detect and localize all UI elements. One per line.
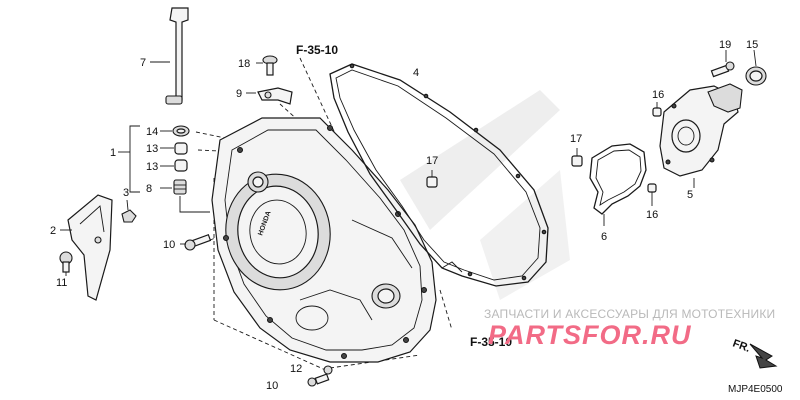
callout-19: 19	[719, 39, 731, 51]
callout-3: 3	[123, 187, 129, 199]
callout-5: 5	[687, 189, 693, 201]
callout-11: 11	[56, 277, 67, 289]
reference-top: F-35-10	[296, 43, 338, 57]
callout-10: 10	[266, 380, 278, 392]
crankcase-cover: HONDA	[211, 117, 437, 387]
callout-12: 12	[290, 363, 302, 375]
part-1-seal-set	[118, 125, 190, 193]
part-17-dowels	[426, 148, 583, 188]
part-6-o-ring	[589, 143, 647, 226]
callout-13: 13	[146, 161, 158, 173]
front-arrow	[749, 343, 778, 369]
callout-4: 4	[413, 67, 419, 79]
front-marker: FR.	[731, 338, 752, 355]
watermark-logo: PARTSFOR.RU	[488, 320, 692, 350]
hatch-shading	[400, 90, 570, 300]
callout-17: 17	[570, 133, 582, 145]
part-15-seal-ring	[745, 49, 767, 86]
callout-15: 15	[746, 39, 758, 51]
part-18-bolt	[256, 55, 278, 76]
callout-16: 16	[646, 209, 658, 221]
callout-17: 17	[426, 155, 438, 167]
callout-13: 13	[146, 143, 158, 155]
part-7-shaft	[150, 7, 189, 105]
part-5-pump-housing	[659, 83, 743, 188]
part-4-gasket	[329, 63, 549, 287]
part-3-nut	[121, 199, 137, 223]
part-10-bolt-left	[180, 233, 212, 251]
part-9-clamp	[246, 87, 293, 105]
callout-labels: 7 14 13 13 8 1 3 2 11 10 18 9 4 17 17 6 …	[50, 39, 758, 392]
callout-10: 10	[163, 239, 175, 251]
callout-2: 2	[50, 225, 56, 237]
callout-18: 18	[238, 58, 250, 70]
part-19-bolt	[710, 50, 735, 78]
part-11-bolt	[59, 251, 73, 276]
callout-14: 14	[146, 126, 158, 138]
part-8-clip	[160, 179, 210, 213]
reference-bottom: F-35-10	[470, 335, 512, 349]
watermark-tagline: ЗАПЧАСТИ И АКСЕССУАРЫ ДЛЯ МОТОТЕХНИКИ	[484, 307, 775, 321]
part-16-dowels	[647, 102, 662, 206]
callout-9: 9	[236, 88, 242, 100]
drawing-code: MJP4E0500	[728, 384, 783, 395]
callout-8: 8	[146, 183, 152, 195]
callout-7: 7	[140, 57, 146, 69]
callout-1: 1	[110, 147, 116, 159]
part-2-guard-plate	[60, 194, 113, 301]
callout-16: 16	[652, 89, 664, 101]
callout-6: 6	[601, 231, 607, 243]
